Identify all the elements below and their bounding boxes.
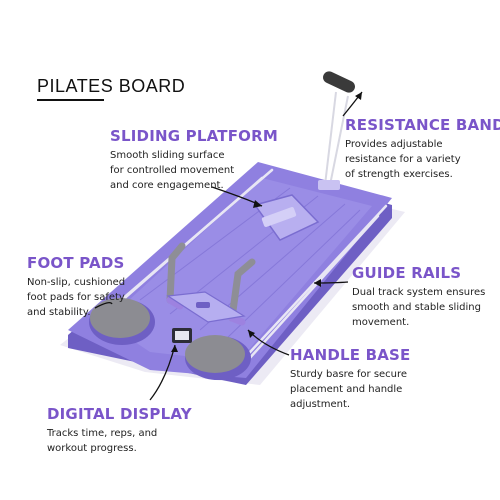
callout-description: Tracks time, reps, and workout progress. xyxy=(47,426,192,456)
handles xyxy=(166,242,256,322)
desc-line: placement and handle xyxy=(290,384,403,395)
desc-line: adjustment. xyxy=(290,399,351,410)
desc-line: workout progress. xyxy=(47,443,137,454)
foot-pads xyxy=(89,298,251,380)
callout-description: Smooth sliding surface for controlled mo… xyxy=(110,148,278,193)
page-title: PILATES BOARD xyxy=(37,76,186,96)
callout-handle-base: HANDLE BASE Sturdy basre for secure plac… xyxy=(290,346,411,412)
callout-description: Provides adjustable resistance for a var… xyxy=(345,137,500,182)
desc-line: Sturdy basre for secure xyxy=(290,369,408,380)
desc-line: for controlled movement xyxy=(110,165,235,176)
desc-line: smooth and stable sliding xyxy=(352,302,481,313)
desc-line: Smooth sliding surface xyxy=(110,150,225,161)
desc-line: Tracks time, reps, and xyxy=(47,428,158,439)
callout-description: Dual track system ensures smooth and sta… xyxy=(352,285,485,330)
callout-description: Non-slip, cushioned foot pads for safety… xyxy=(27,275,125,320)
desc-line: resistance for a variety xyxy=(345,154,461,165)
desc-line: and core engagement. xyxy=(110,180,224,191)
callout-heading: HANDLE BASE xyxy=(290,346,411,364)
callout-resistance-band: RESISTANCE BAND Provides adjustable resi… xyxy=(345,116,500,182)
callout-heading: FOOT PADS xyxy=(27,254,125,272)
resistance-band xyxy=(318,71,355,190)
desc-line: Dual track system ensures xyxy=(352,287,486,298)
callout-description: Sturdy basre for secure placement and ha… xyxy=(290,367,411,412)
callout-heading: GUIDE RAILS xyxy=(352,264,462,282)
desc-line: Provides adjustable xyxy=(345,139,443,150)
callout-guide-rails: GUIDE RAILS Dual track system ensures sm… xyxy=(352,264,485,330)
callout-sliding-platform: SLIDING PLATFORM Smooth sliding surface … xyxy=(110,127,278,193)
desc-line: and stability. xyxy=(27,307,91,318)
callout-heading: RESISTANCE BAND xyxy=(345,116,500,134)
callout-heading: DIGITAL DISPLAY xyxy=(47,405,192,423)
callout-digital-display: DIGITAL DISPLAY Tracks time, reps, and w… xyxy=(47,405,192,456)
callout-heading: SLIDING PLATFORM xyxy=(110,127,278,145)
callout-foot-pads: FOOT PADS Non-slip, cushioned foot pads … xyxy=(27,254,125,320)
desc-line: of strength exercises. xyxy=(345,169,453,180)
desc-line: foot pads for safety xyxy=(27,292,125,303)
desc-line: movement. xyxy=(352,317,410,328)
desc-line: Non-slip, cushioned xyxy=(27,277,126,288)
digital-display xyxy=(172,328,192,343)
title-underline xyxy=(37,99,104,101)
